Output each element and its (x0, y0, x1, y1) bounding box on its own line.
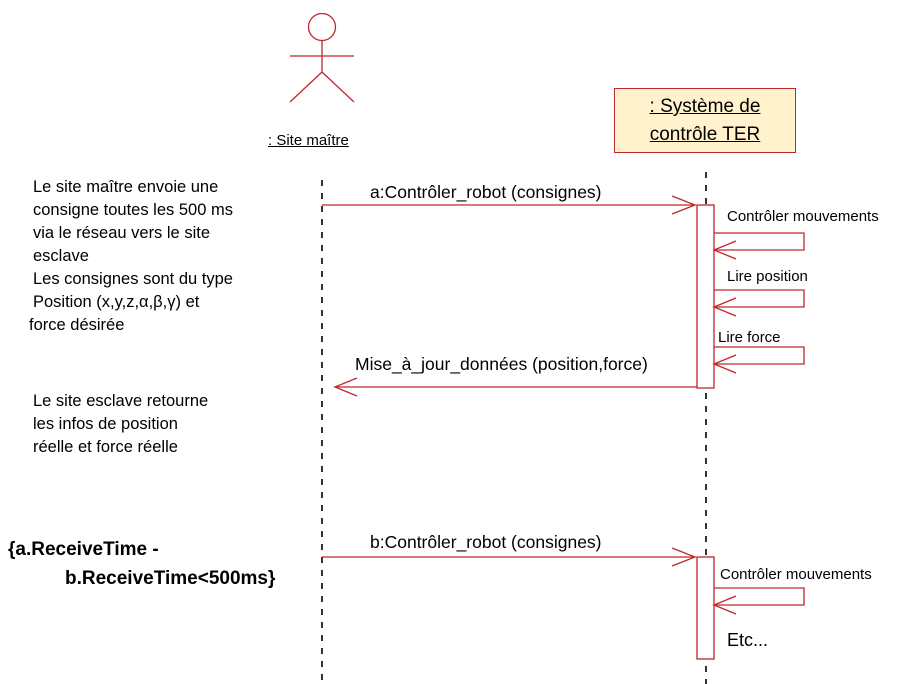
note-line: Le site maître envoie une (33, 178, 219, 196)
self-call-4-label: Contrôler mouvements (720, 566, 872, 583)
self-call-4-arrow (714, 587, 805, 606)
note-line: consigne toutes les 500 ms (33, 201, 233, 219)
note-send-consigne: Le site maître envoie une consigne toute… (29, 176, 233, 337)
actor-figure (289, 12, 355, 103)
message-3-label: b:Contrôler_robot (consignes) (370, 532, 602, 552)
self-call-2-label: Lire position (727, 268, 808, 285)
note-line: esclave (33, 247, 89, 265)
note-line: les infos de position (33, 415, 178, 433)
self-call-1-arrow (714, 232, 805, 251)
actor-name: : Site maître (268, 132, 349, 149)
self-call-3-label: Lire force (718, 329, 781, 346)
note-line: via le réseau vers le site (33, 224, 210, 242)
self-call-3-arrow (714, 346, 805, 365)
self-call-2-arrowhead (712, 297, 737, 317)
message-1-arrowhead (671, 195, 697, 215)
message-2-arrowhead (333, 377, 358, 397)
system-name-line1: : Système de (649, 96, 761, 117)
constraint-line2: b.ReceiveTime<500ms} (65, 568, 276, 589)
note-line: Les consignes sont du type (33, 270, 233, 288)
message-2-label: Mise_à_jour_données (position,force) (355, 354, 648, 374)
system-name-line2: contrôle TER (649, 124, 761, 145)
self-call-2-arrow (714, 289, 805, 308)
etc-label: Etc... (727, 630, 769, 650)
timing-constraint: {a.ReceiveTime - b.ReceiveTime<500ms} (8, 535, 275, 593)
system-object-box: : Système de contrôle TER (614, 88, 796, 153)
self-call-4-arrowhead (712, 595, 737, 615)
constraint-line1: {a.ReceiveTime - (8, 539, 159, 560)
message-1-label: a:Contrôler_robot (consignes) (370, 182, 602, 202)
activation-box-2 (696, 556, 715, 660)
self-call-1-arrowhead (712, 240, 737, 260)
self-call-1-label: Contrôler mouvements (727, 208, 879, 225)
activation-box-1 (696, 204, 715, 389)
message-3-arrowhead (671, 547, 697, 567)
note-line: force désirée (29, 316, 125, 334)
self-call-3-arrowhead (712, 354, 737, 374)
note-line: Le site esclave retourne (33, 392, 209, 410)
note-line: réelle et force réelle (33, 438, 178, 456)
note-return-infos: Le site esclave retourne les infos de po… (33, 390, 208, 459)
note-line: Position (x,y,z,α,β,γ) et (33, 293, 200, 311)
